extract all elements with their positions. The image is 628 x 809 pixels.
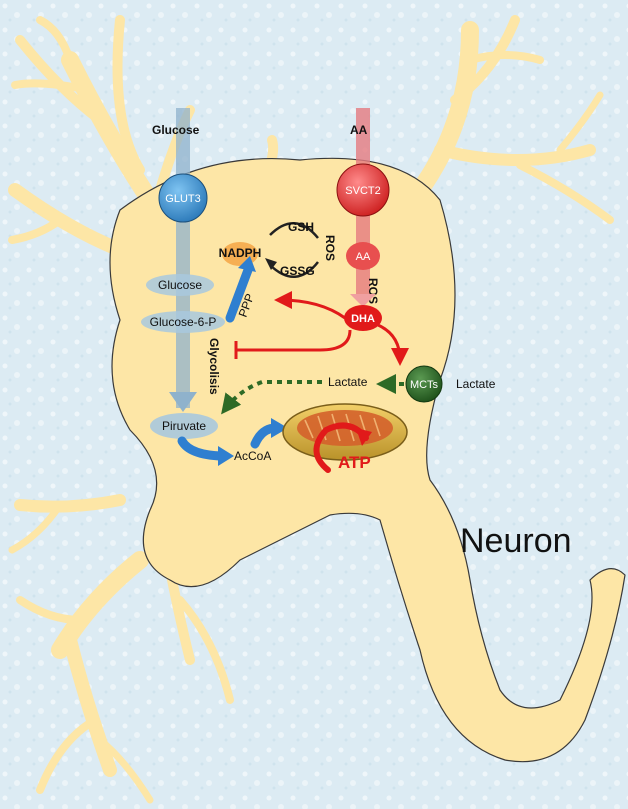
lactate-inner-label: Lactate bbox=[328, 375, 368, 389]
dha-badge: DHA bbox=[344, 305, 382, 331]
glycolisis-label: Glycolisis bbox=[207, 338, 221, 395]
atp-label: ATP bbox=[338, 453, 371, 472]
mcts-transporter: MCTs bbox=[405, 365, 443, 403]
aa-inner-label: AA bbox=[356, 251, 371, 263]
glucose-inner-label: Glucose bbox=[158, 278, 202, 292]
svct2-label: SVCT2 bbox=[345, 185, 380, 197]
accoa-to-mito-arrow bbox=[250, 418, 288, 449]
lactate-outer-label: Lactate bbox=[456, 377, 496, 391]
mitochondrion bbox=[282, 403, 408, 461]
gsh-gssg-cycle: GSH GSSG bbox=[265, 220, 319, 278]
aa-top-label: AA bbox=[350, 123, 368, 137]
piruvate-to-accoa-arrow bbox=[177, 436, 234, 466]
dendrites bbox=[8, 15, 614, 804]
glut3-label: GLUT3 bbox=[165, 193, 200, 205]
gsh-label: GSH bbox=[288, 220, 314, 234]
soma bbox=[109, 157, 626, 763]
svct2-transporter: SVCT2 bbox=[336, 163, 390, 217]
glucose-6p-label: Glucose-6-P bbox=[150, 315, 217, 329]
glucose-inner-badge: Glucose bbox=[146, 274, 214, 296]
gssg-label: GSSG bbox=[280, 264, 315, 278]
glucose-top-label: Glucose bbox=[152, 123, 200, 137]
piruvate-label: Piruvate bbox=[162, 419, 206, 433]
atp-cycle: ATP bbox=[313, 422, 372, 473]
glucose-6p-badge: Glucose-6-P bbox=[141, 311, 225, 333]
mcts-label: MCTs bbox=[410, 379, 439, 391]
aa-to-dha-arrow bbox=[350, 294, 376, 307]
dha-inhibition-line bbox=[234, 329, 352, 359]
lactate-to-piruvate-arrow bbox=[221, 380, 322, 415]
dha-label: DHA bbox=[351, 313, 375, 325]
glut3-transporter: GLUT3 bbox=[158, 173, 208, 223]
neuron-cell bbox=[8, 15, 626, 804]
dha-to-mcts-arrow bbox=[377, 323, 409, 366]
ppp-arrow bbox=[225, 256, 256, 323]
neuron-label: Neuron bbox=[460, 522, 572, 560]
accoa-label: AcCoA bbox=[234, 449, 271, 463]
aa-inner-badge: AA bbox=[346, 242, 380, 270]
ros-cycle-label: ROS bbox=[323, 235, 337, 261]
piruvate-badge: Piruvate bbox=[150, 413, 218, 439]
nadph-label: NADPH bbox=[219, 246, 262, 260]
dha-to-ppp-arrow bbox=[274, 291, 346, 320]
